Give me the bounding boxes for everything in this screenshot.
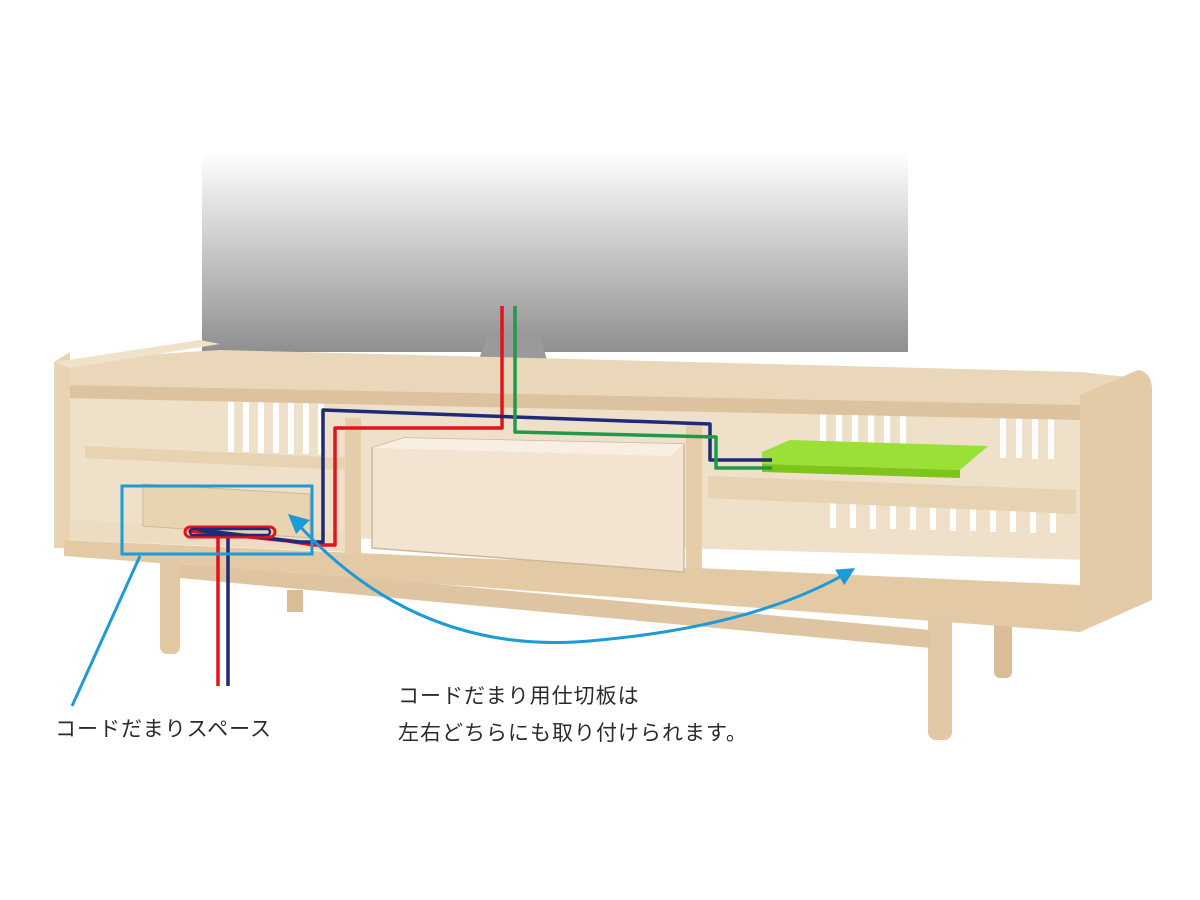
center-drawer-box (371, 437, 685, 573)
arrow-head-left (288, 514, 310, 534)
front-bottom-rail (64, 540, 1080, 632)
cord-space-callout-box (120, 484, 314, 556)
leg-front-right (928, 600, 952, 740)
partition-caption-line2: 左右どちらにも取り付けられます。 (398, 721, 748, 745)
leg-front-left (160, 548, 180, 654)
divider-right (686, 425, 702, 575)
right-side-panel (1080, 370, 1152, 632)
back-slats-right (820, 412, 1056, 533)
green-device (762, 440, 988, 470)
cable-green (513, 306, 772, 470)
divider-left (345, 418, 361, 554)
shelf-left (85, 446, 348, 470)
partition-caption-line1: コードだまり用仕切板は (398, 684, 640, 708)
center-drawer-top (372, 438, 684, 456)
green-device-front (762, 464, 960, 478)
cord-space-caption: コードだまりスペース (55, 717, 273, 741)
coiled-cord-inner (188, 527, 272, 537)
tv-screen (202, 152, 908, 352)
leg-back-left (287, 590, 303, 612)
left-side-top (54, 340, 220, 368)
left-side-panel (54, 352, 70, 548)
back-slats-left (228, 392, 324, 455)
partition-move-arrow (294, 520, 856, 644)
top-board-edge (64, 385, 1080, 420)
under-frame (180, 560, 930, 648)
coiled-cord (183, 525, 277, 539)
shelf-right (708, 476, 1076, 514)
top-board (64, 350, 1138, 405)
cord-space-leader-line (70, 555, 142, 707)
